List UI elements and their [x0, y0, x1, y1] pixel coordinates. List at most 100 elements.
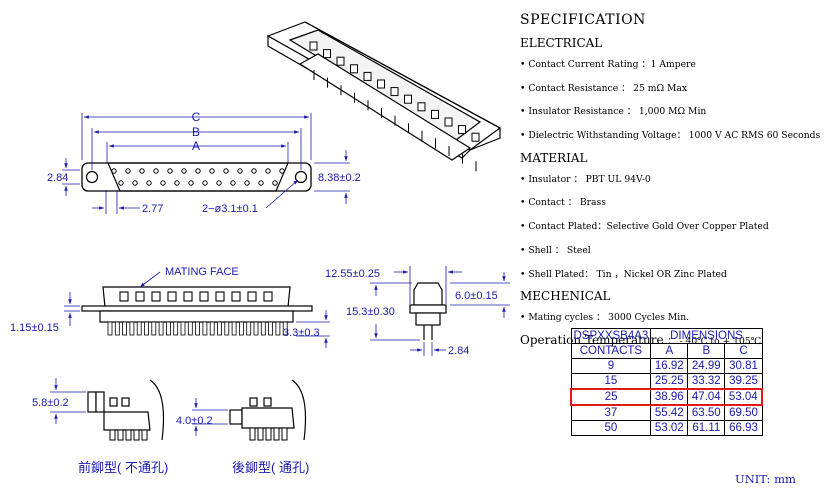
contact-pin	[107, 321, 113, 336]
pin-hole	[160, 180, 166, 186]
contact-pin	[231, 321, 237, 336]
rear-rivet-type-label: 後鉚型( 通孔)	[232, 460, 309, 475]
contact-window	[231, 291, 241, 302]
dimension-cell: 47.04	[687, 388, 726, 406]
dim-5-8-label: 5.8±0.2	[32, 397, 69, 409]
contact-pin	[275, 321, 281, 336]
front-view	[81, 162, 312, 192]
spec-item: • Dielectric Withstanding Voltage： 1000 …	[520, 130, 821, 142]
pin-hole	[251, 168, 257, 174]
electrical-heading: ELECTRICAL	[520, 36, 603, 50]
pin-socket	[417, 102, 426, 112]
contact-pin	[282, 321, 288, 336]
dimension-cell: 24.99	[687, 358, 726, 374]
pin-hole	[146, 180, 152, 186]
dim-2-84-end-label: 2.84	[448, 345, 469, 357]
side-view-pins	[107, 291, 288, 336]
part-number-cell: DSPXXSB4A3	[570, 328, 652, 344]
dim-a-label: A	[192, 139, 200, 153]
pin-hole	[111, 168, 117, 174]
contact-pin	[238, 321, 244, 336]
contact-window	[119, 291, 129, 302]
contact-window	[135, 291, 145, 302]
spec-item: • Contact Plated：Selective Gold Over Cop…	[520, 221, 769, 233]
mechanical-heading: MECHENICAL	[520, 289, 611, 304]
contact-pin	[217, 321, 222, 336]
contact-pin	[136, 321, 142, 336]
contacts-header: CONTACTS	[570, 343, 652, 359]
dimension-cell: 16.92	[650, 358, 689, 374]
contact-pin	[141, 429, 148, 441]
dim-6-0-label: 6.0±0.15	[455, 290, 498, 302]
rivet-detail-dimensions	[50, 378, 228, 436]
contact-pin	[151, 321, 157, 336]
contact-pin	[129, 321, 135, 336]
contacts-cell: 15	[570, 373, 652, 390]
pin-hole	[265, 168, 271, 174]
pin-hole	[237, 168, 243, 174]
spec-item: • Contact Current Rating ：1 Ampere	[520, 59, 696, 70]
front-view-pins	[111, 168, 285, 186]
contacts-cell: 37	[570, 404, 652, 421]
contact-pin	[260, 321, 266, 336]
contact-pin	[173, 321, 179, 336]
front-view-dimension-labels: C B A 2.84 8.38±0.2 2.77 2−ø3.1±0.1	[47, 110, 361, 215]
pin-hole	[118, 180, 124, 186]
contact-pin	[117, 429, 124, 441]
contact-pin	[187, 321, 193, 336]
pin-hole	[181, 168, 187, 174]
dimension-cell: 53.02	[650, 420, 689, 436]
side-view	[81, 286, 313, 336]
unit-label: UNIT: mm	[735, 472, 796, 486]
contact-pin	[202, 321, 208, 336]
dimension-cell: 39.25	[724, 373, 763, 390]
contacts-cell: 25	[570, 388, 652, 406]
contact-pin	[144, 321, 149, 336]
dimension-cell: 55.42	[650, 404, 689, 421]
contacts-cell: 50	[570, 420, 652, 436]
specification-panel: SPECIFICATION ELECTRICAL • Contact Curre…	[520, 12, 826, 347]
spec-item: • Contact Resistance ： 25 mΩ Max	[520, 82, 688, 94]
end-view	[409, 282, 447, 340]
dimension-cell: 63.50	[687, 404, 726, 421]
front-rivet-type-label: 前鉚型( 不通孔)	[78, 460, 168, 475]
contact-window	[167, 291, 177, 302]
contact-window	[215, 291, 225, 302]
dim-c-label: C	[192, 110, 201, 124]
mating-face-label: MATING FACE	[165, 266, 239, 278]
front-view-dimensions	[62, 113, 350, 214]
dim-3-3-label: 3.3±0.3	[283, 327, 320, 339]
dimension-cell: 66.93	[724, 420, 763, 436]
side-view-dimension-labels: MATING FACE 1.15±0.15 3.3±0.3	[10, 266, 320, 339]
contact-window	[151, 291, 161, 302]
contact-pin	[273, 427, 280, 441]
dim-4-0-label: 4.0±0.2	[176, 415, 213, 427]
pin-hole	[272, 180, 278, 186]
pin-socket	[390, 87, 399, 97]
dim-8-38-label: 8.38±0.2	[318, 172, 361, 184]
rear-rivet-detail	[229, 379, 307, 441]
pin-hole	[279, 168, 285, 174]
pin-socket	[336, 56, 345, 66]
contact-pin	[209, 321, 215, 336]
dimension-cell: 61.11	[687, 420, 726, 436]
dimension-cell: 69.50	[724, 404, 763, 421]
dim-hole-label: 2−ø3.1±0.1	[202, 203, 258, 215]
contact-pin	[180, 321, 186, 336]
contact-pin	[265, 427, 272, 441]
contact-pin	[125, 429, 132, 441]
dim-15-3-label: 15.3±0.30	[346, 306, 395, 318]
contact-pin	[109, 429, 116, 441]
spec-title: SPECIFICATION	[520, 12, 646, 28]
dim-b-label: B	[192, 125, 200, 139]
contact-pin	[268, 321, 274, 336]
contact-window	[199, 291, 209, 302]
contact-pin	[257, 427, 264, 441]
contact-pin	[246, 321, 252, 336]
pin-hole	[174, 180, 180, 186]
pin-hole	[139, 168, 145, 174]
